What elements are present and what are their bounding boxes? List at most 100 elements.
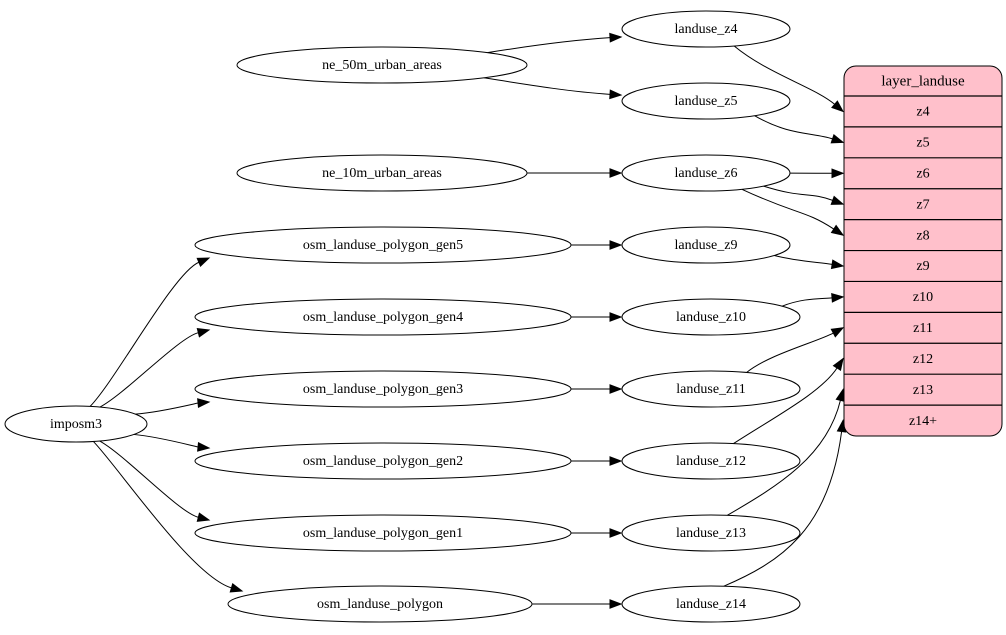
edge-arrowhead xyxy=(831,168,845,179)
edge-arrowhead xyxy=(609,168,623,178)
edge-landuse_z6-to-row-z6 xyxy=(789,168,845,179)
table-row-z10[interactable]: z10 xyxy=(913,290,933,305)
edge-line xyxy=(133,433,199,448)
node-shape xyxy=(194,514,572,552)
edge-landuse_z12-to-row-z12 xyxy=(733,357,844,445)
node-label: landuse_z13 xyxy=(676,526,746,541)
node-landuse_z11[interactable]: landuse_z11 xyxy=(621,370,801,408)
edge-osm_landuse_polygon_gen5-to-landuse_z9 xyxy=(571,240,623,250)
node-label: osm_landuse_polygon_gen1 xyxy=(303,526,463,541)
edge-imposm3-to-osm_landuse_polygon_gen4 xyxy=(99,328,211,408)
edge-arrowhead xyxy=(609,312,623,322)
node-osm_landuse_polygon_gen4[interactable]: osm_landuse_polygon_gen4 xyxy=(194,298,572,336)
edge-imposm3-to-osm_landuse_polygon xyxy=(92,441,244,593)
edge-line xyxy=(92,441,232,589)
table-row-z13[interactable]: z13 xyxy=(913,383,933,398)
node-label: imposm3 xyxy=(50,417,102,432)
edge-line xyxy=(733,367,838,445)
edge-arrowhead xyxy=(835,388,846,402)
edge-landuse_z10-to-row-z10 xyxy=(781,292,845,307)
table-row-z9[interactable]: z9 xyxy=(916,259,929,274)
edge-landuse_z4-to-row-z4 xyxy=(733,45,845,113)
edge-line xyxy=(754,115,833,140)
edge-imposm3-to-osm_landuse_polygon_gen1 xyxy=(99,440,211,522)
edge-arrowhead xyxy=(830,224,845,236)
edge-ne10m-to-landuse_z6 xyxy=(527,168,623,178)
edge-arrowhead xyxy=(229,583,244,593)
node-landuse_z9[interactable]: landuse_z9 xyxy=(621,226,791,264)
node-label: landuse_z14 xyxy=(676,597,746,612)
table-row-z11[interactable]: z11 xyxy=(913,321,933,336)
edge-arrowhead xyxy=(609,528,623,538)
node-landuse_z5[interactable]: landuse_z5 xyxy=(621,82,791,120)
edge-imposm3-to-osm_landuse_polygon_gen3 xyxy=(135,398,211,415)
node-label: osm_landuse_polygon xyxy=(317,597,443,612)
node-landuse_z4[interactable]: landuse_z4 xyxy=(621,10,791,48)
edge-arrowhead xyxy=(831,100,845,113)
node-osm_landuse_polygon_gen2[interactable]: osm_landuse_polygon_gen2 xyxy=(194,442,572,480)
layer-landuse-table[interactable]: layer_landuse z4 z5 z6 z7 z8 z9 z10 z11 z12 z13 z14… xyxy=(843,65,1003,437)
node-landuse_z13[interactable]: landuse_z13 xyxy=(621,514,801,552)
edge-line xyxy=(99,332,199,408)
table-row-z4[interactable]: z4 xyxy=(916,105,929,120)
edge-line xyxy=(483,77,611,95)
node-osm_landuse_polygon_gen3[interactable]: osm_landuse_polygon_gen3 xyxy=(194,370,572,408)
node-imposm3[interactable]: imposm3 xyxy=(4,405,148,443)
edge-landuse_z11-to-row-z11 xyxy=(746,327,845,373)
node-ne_50m_urban_areas[interactable]: ne_50m_urban_areas xyxy=(236,46,528,84)
edge-line xyxy=(723,431,843,587)
table-row-z7[interactable]: z7 xyxy=(916,197,929,212)
node-landuse_z10[interactable]: landuse_z10 xyxy=(621,298,801,336)
table-row-z8[interactable]: z8 xyxy=(916,228,929,243)
node-label: landuse_z6 xyxy=(675,166,738,181)
node-label: osm_landuse_polygon_gen2 xyxy=(303,454,463,469)
edge-osm_landuse_polygon_gen3-to-landuse_z11 xyxy=(571,384,623,394)
node-shape xyxy=(621,226,791,264)
node-label: ne_50m_urban_areas xyxy=(322,58,442,73)
edge-arrowhead xyxy=(832,357,844,372)
node-label: landuse_z9 xyxy=(675,238,738,253)
node-osm_landuse_polygon_gen1[interactable]: osm_landuse_polygon_gen1 xyxy=(194,514,572,552)
node-label: landuse_z5 xyxy=(675,94,738,109)
node-shape xyxy=(621,298,801,336)
edge-arrowhead xyxy=(609,599,623,609)
node-osm_landuse_polygon[interactable]: osm_landuse_polygon xyxy=(227,585,533,623)
edge-landuse_z9-to-row-z9 xyxy=(774,254,845,270)
edge-layer xyxy=(89,32,847,609)
edge-landuse_z6-to-row-z7 xyxy=(763,185,845,205)
edge-line xyxy=(487,37,611,54)
node-ne_10m_urban_areas[interactable]: ne_10m_urban_areas xyxy=(236,154,528,192)
node-label: ne_10m_urban_areas xyxy=(322,166,442,181)
table-row-z6[interactable]: z6 xyxy=(916,166,929,181)
edge-arrowhead xyxy=(196,328,211,338)
edge-ne50m-to-landuse_z4 xyxy=(487,32,623,54)
table-row-z5[interactable]: z5 xyxy=(916,136,929,151)
node-shape xyxy=(621,154,791,192)
node-landuse_z6[interactable]: landuse_z6 xyxy=(621,154,791,192)
layer-table-header: layer_landuse xyxy=(881,73,965,89)
table-row-z12[interactable]: z12 xyxy=(913,352,933,367)
node-landuse_z14[interactable]: landuse_z14 xyxy=(621,585,801,623)
edge-arrowhead xyxy=(197,441,211,452)
node-label: osm_landuse_polygon_gen3 xyxy=(303,382,463,397)
node-shape xyxy=(194,298,572,336)
edge-arrowhead xyxy=(196,257,211,267)
node-shape xyxy=(194,442,572,480)
edge-arrowhead xyxy=(830,195,845,205)
node-label: osm_landuse_polygon_gen4 xyxy=(303,310,463,325)
edge-line xyxy=(774,254,833,265)
edge-osm_landuse_polygon-to-landuse_z14 xyxy=(532,599,623,609)
edge-line xyxy=(746,332,834,373)
node-landuse_z12[interactable]: landuse_z12 xyxy=(621,442,801,480)
node-shape xyxy=(4,405,148,443)
edge-arrowhead xyxy=(197,398,211,408)
node-osm_landuse_polygon_gen5[interactable]: osm_landuse_polygon_gen5 xyxy=(194,226,572,264)
node-shape xyxy=(621,370,801,408)
edge-arrowhead xyxy=(830,259,845,270)
edge-arrowhead xyxy=(830,134,845,144)
edge-line xyxy=(741,188,835,230)
table-row-z14plus[interactable]: z14+ xyxy=(909,414,937,429)
node-shape xyxy=(236,46,528,84)
node-shape xyxy=(194,370,572,408)
node-label: landuse_z12 xyxy=(676,454,746,469)
